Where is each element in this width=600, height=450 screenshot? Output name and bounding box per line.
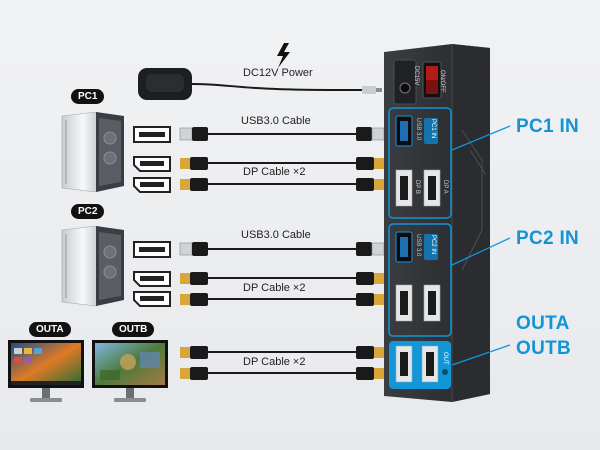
leader-lines (451, 125, 511, 366)
pill-outb: OUTB (112, 322, 155, 337)
device-dc-text: DC15V (413, 66, 419, 86)
label-usb-pc2: USB3.0 Cable (241, 229, 311, 241)
power-switch (422, 61, 442, 99)
pc2-dp-port-b (133, 291, 171, 307)
label-pc1-in: PC1 IN (516, 116, 580, 137)
pill-pc1: PC1 (71, 89, 105, 104)
pc1-dp-port-a (133, 156, 171, 172)
device-onoff-text: ON/OFF (439, 70, 445, 93)
monitor-a (8, 340, 84, 402)
lightning-icon (277, 43, 290, 68)
pc2-dp-port-a (133, 271, 171, 287)
cable-usb-pc2 (179, 242, 385, 256)
device-pc1-usb-text: USB 3.0 (415, 118, 421, 141)
cable-dp-pc1-b (180, 178, 384, 191)
label-outa: OUTA (516, 313, 570, 334)
label-dp-out: DP Cable ×2 (243, 356, 306, 368)
label-usb-pc1: USB3.0 Cable (241, 115, 311, 127)
cable-dp-out-b (180, 367, 384, 380)
pc1-dp-port-b (133, 177, 171, 193)
pc2-tower (61, 225, 124, 307)
device-dpb-text: DP B (414, 180, 420, 194)
pc1-usb-port (133, 126, 171, 143)
pc1-in-panel (388, 107, 452, 219)
device-out-text: OUT (442, 352, 448, 365)
device-pc2-tag: PC2 IN (430, 235, 436, 255)
out-panel (389, 341, 451, 389)
cable-dp-out-a (180, 346, 384, 359)
monitor-b (92, 340, 168, 402)
pc2-usb-port (133, 241, 171, 258)
label-power: DC12V Power (243, 67, 313, 79)
cable-usb-pc1 (179, 127, 385, 141)
pc1-tower (61, 111, 124, 193)
pill-outa: OUTA (29, 322, 71, 337)
label-pc2-in: PC2 IN (516, 228, 580, 249)
dc-input-panel (393, 59, 417, 105)
cable-dp-pc2-b (180, 293, 384, 306)
pill-pc2: PC2 (71, 204, 105, 219)
device-pc2-usb-text: USB 3.0 (415, 234, 421, 257)
label-dp-pc2: DP Cable ×2 (243, 282, 306, 294)
pc2-in-panel (388, 223, 452, 337)
label-dp-pc1: DP Cable ×2 (243, 166, 306, 178)
device-pc1-tag: PC1 IN (430, 119, 436, 139)
device-dpa-text: DP A (442, 180, 448, 194)
power-adapter (138, 68, 382, 100)
cable-dp-pc1-a (180, 157, 384, 170)
label-outb: OUTB (516, 338, 572, 359)
cable-dp-pc2-a (180, 272, 384, 285)
